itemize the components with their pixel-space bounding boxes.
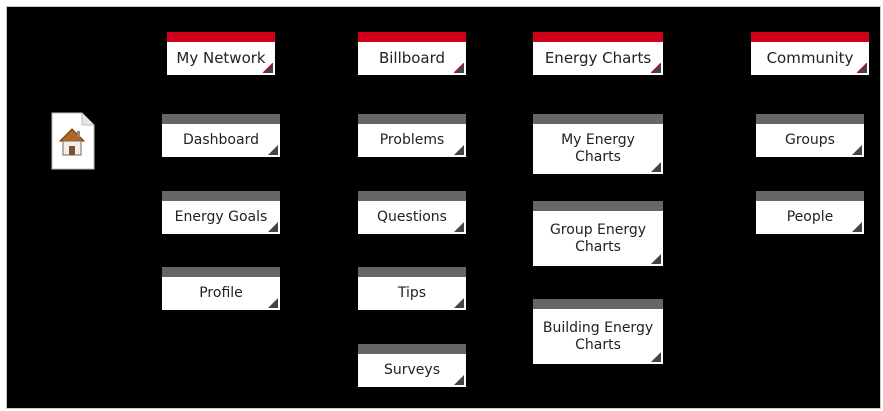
header-my-network[interactable]: My Network <box>167 32 275 75</box>
nav-item-label: People <box>786 209 834 225</box>
page-fold-icon <box>268 222 278 232</box>
header-label: Billboard <box>378 49 446 67</box>
nav-item-label: Tips <box>397 285 427 301</box>
nav-item-questions[interactable]: Questions <box>358 191 466 234</box>
nav-item-profile[interactable]: Profile <box>162 267 280 310</box>
header-label: My Network <box>176 49 266 67</box>
nav-item-label: Surveys <box>384 362 440 378</box>
header-billboard[interactable]: Billboard <box>358 32 466 75</box>
nav-item-energy-goals[interactable]: Energy Goals <box>162 191 280 234</box>
page-fold-icon <box>454 222 464 232</box>
nav-item-building-energy-charts[interactable]: Building Energy Charts <box>533 299 663 364</box>
nav-item-label: Groups <box>785 132 835 148</box>
nav-item-group-energy-charts[interactable]: Group Energy Charts <box>533 201 663 266</box>
page-fold-icon <box>651 352 661 362</box>
nav-item-label: Profile <box>199 285 243 301</box>
header-energy-charts[interactable]: Energy Charts <box>533 32 663 75</box>
header-label: Energy Charts <box>544 49 652 67</box>
nav-item-dashboard[interactable]: Dashboard <box>162 114 280 157</box>
header-community[interactable]: Community <box>751 32 869 75</box>
menu-canvas: My Network Dashboard Energy Goals Profil… <box>6 6 881 409</box>
page-fold-icon <box>651 63 661 73</box>
page-fold-icon <box>857 63 867 73</box>
nav-item-label: Building Energy Charts <box>542 319 654 353</box>
nav-item-label: Group Energy Charts <box>549 221 647 255</box>
page-fold-icon <box>454 63 464 73</box>
nav-item-label: Energy Goals <box>174 209 268 225</box>
nav-item-surveys[interactable]: Surveys <box>358 344 466 387</box>
nav-item-groups[interactable]: Groups <box>756 114 864 157</box>
page-fold-icon <box>454 145 464 155</box>
nav-item-label: My Energy Charts <box>561 132 635 165</box>
nav-item-my-energy-charts[interactable]: My Energy Charts <box>533 114 663 174</box>
page-fold-icon <box>651 162 661 172</box>
nav-item-people[interactable]: People <box>756 191 864 234</box>
page-fold-icon <box>852 145 862 155</box>
page-fold-icon <box>852 222 862 232</box>
header-label: Community <box>766 49 854 67</box>
page-fold-icon <box>263 63 273 73</box>
page-fold-icon <box>651 254 661 264</box>
home-icon[interactable] <box>50 111 96 171</box>
nav-item-problems[interactable]: Problems <box>358 114 466 157</box>
nav-item-label: Dashboard <box>183 132 259 148</box>
nav-item-label: Problems <box>379 132 445 148</box>
nav-item-tips[interactable]: Tips <box>358 267 466 310</box>
page-fold-icon <box>268 298 278 308</box>
nav-item-label: Questions <box>377 209 447 225</box>
page-fold-icon <box>454 375 464 385</box>
page-fold-icon <box>268 145 278 155</box>
page-fold-icon <box>454 298 464 308</box>
